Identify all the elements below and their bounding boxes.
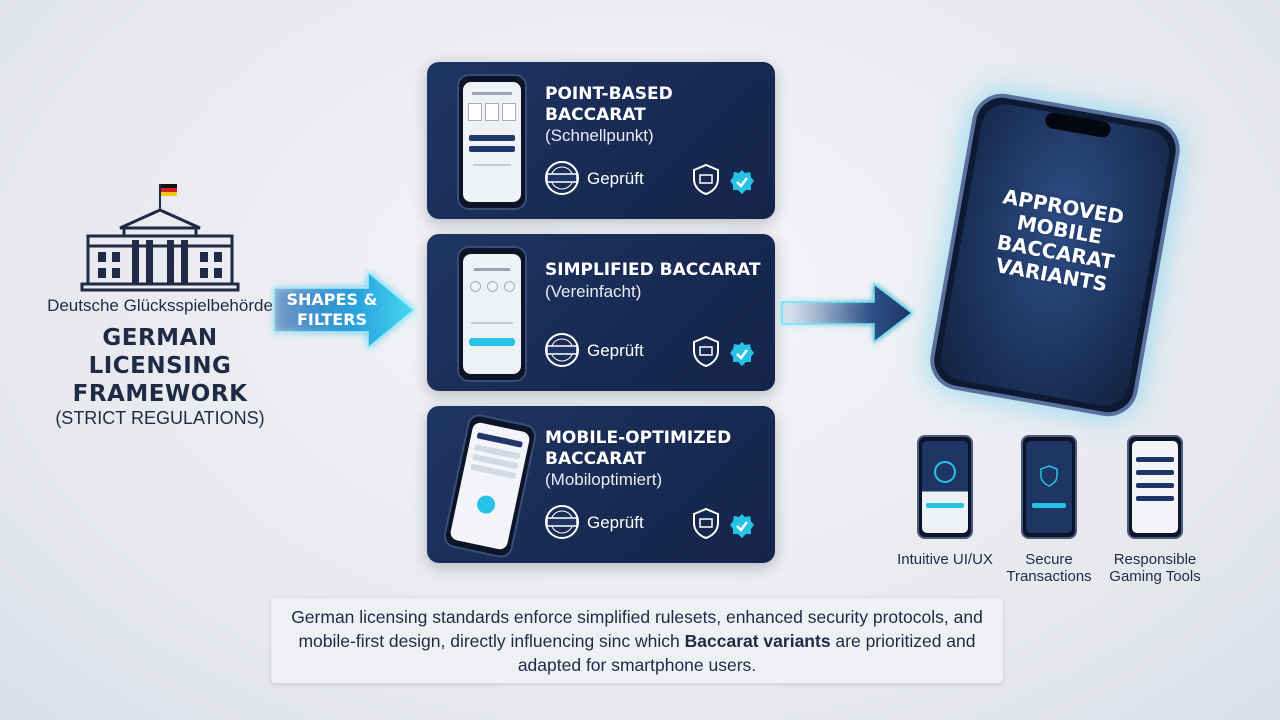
variant-card-simplified: SIMPLIFIED BACCARAT (Vereinfacht) Geprüf…	[427, 234, 775, 391]
feature-responsible-gaming: Responsible Gaming Tools	[1095, 435, 1215, 585]
shield-lock-icon	[1040, 465, 1058, 487]
government-building-icon	[80, 184, 240, 292]
verified-check-icon	[730, 514, 754, 538]
security-shield-icon	[693, 507, 719, 539]
phone-mockup	[457, 246, 527, 382]
approval-stamp-icon	[545, 505, 579, 539]
variant-card-point-based: POINT-BASED BACCARAT (Schnellpunkt) Gepr…	[427, 62, 775, 219]
feature-phone-mockup	[1127, 435, 1183, 539]
shapes-filters-arrow: SHAPES & FILTERS	[268, 268, 420, 352]
verified-check-icon	[730, 170, 754, 194]
authority-name: Deutsche Glücksspielbehörde	[47, 296, 273, 315]
glow-arrow-icon	[273, 270, 416, 350]
authority-title: GERMAN LICENSING FRAMEWORK	[72, 325, 248, 407]
feature-phone-mockup	[917, 435, 973, 539]
variant-title: POINT-BASED BACCARAT	[545, 84, 673, 125]
authority-subtitle: (STRICT REGULATIONS)	[55, 408, 265, 428]
feature-label: Responsible Gaming Tools	[1109, 551, 1201, 585]
variant-title: SIMPLIFIED BACCARAT	[545, 260, 761, 280]
phone-mockup	[441, 412, 539, 560]
variant-subtitle: (Vereinfacht)	[545, 282, 642, 301]
feature-intuitive-ui: Intuitive UI/UX	[885, 435, 1005, 568]
security-shield-icon	[693, 335, 719, 367]
variant-title: MOBILE-OPTIMIZED BACCARAT	[545, 428, 732, 469]
variant-subtitle: (Mobiloptimiert)	[545, 470, 663, 489]
result-arrow-icon	[781, 282, 914, 344]
caption-text-end: are prioritized and adapted for smartpho…	[517, 631, 976, 675]
caption-highlight: Baccarat variants	[684, 631, 831, 651]
status-text: Geprüft	[587, 169, 644, 188]
variant-card-mobile-optimized: MOBILE-OPTIMIZED BACCARAT (Mobiloptimier…	[427, 406, 775, 563]
variant-subtitle: (Schnellpunkt)	[545, 126, 654, 145]
approved-variants-phone: APPROVED MOBILE BACCARAT VARIANTS	[925, 89, 1185, 421]
security-shield-icon	[693, 163, 719, 195]
feature-phone-mockup	[1021, 435, 1077, 539]
verified-check-icon	[730, 342, 754, 366]
phone-mockup	[457, 74, 527, 210]
feature-label: Intuitive UI/UX	[897, 551, 993, 568]
approval-stamp-icon	[545, 333, 579, 367]
feature-secure-transactions: Secure Transactions	[989, 435, 1109, 585]
caption-box: German licensing standards enforce simpl…	[271, 598, 1003, 683]
status-text: Geprüft	[587, 341, 644, 360]
licensing-authority: Deutsche Glücksspielbehörde GERMAN LICEN…	[40, 180, 280, 429]
status-text: Geprüft	[587, 513, 644, 532]
shapes-filters-label: SHAPES & FILTERS	[286, 290, 378, 329]
feature-label: Secure Transactions	[1006, 551, 1092, 585]
approval-stamp-icon	[545, 161, 579, 195]
caption-text: German licensing standards enforce simpl…	[291, 607, 983, 651]
